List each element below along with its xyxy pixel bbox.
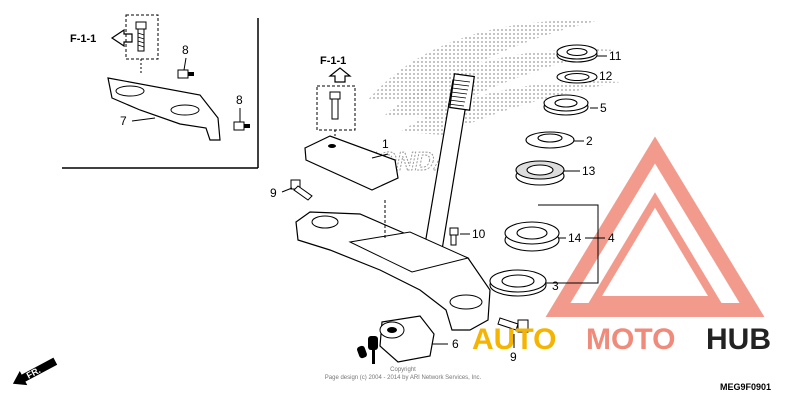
bolt-icon [497,317,529,333]
ref-label-inset: F-1-1 [70,33,96,45]
ref-center: F-1-1 [316,55,356,142]
watermark-triangle [545,136,765,317]
callout-5: 5 [600,101,607,115]
bolt-icon [449,227,459,246]
stem-plate-part [304,135,399,191]
watermark-hub: HUB [706,323,771,356]
diagram-code: MEG9F0901 [720,382,771,392]
bolt-icon [290,179,313,201]
watermark-moto: MOTO [586,323,675,356]
callout-2: 2 [586,134,593,148]
bolt-icon [329,91,341,120]
steering-stem-assembly: 1 9 10 [270,44,622,364]
callout-11: 11 [609,49,622,63]
ignition-switch-part [379,315,435,363]
inset-box: F-1-1 8 8 7 [62,14,259,169]
bolt-icon [177,69,194,79]
callout-14: 14 [568,231,582,245]
callout-6: 6 [452,337,459,351]
callout-13: 13 [582,164,596,178]
front-arrow-icon: FR. [12,357,58,386]
callout-10: 10 [472,227,486,241]
bearing-stack [489,44,598,297]
bolt-icon [135,21,147,52]
key-icon [357,336,378,364]
callout-12: 12 [599,69,613,83]
copyright-line-1: Copyright [390,367,416,373]
callout-9b: 9 [510,350,517,364]
callout-3: 3 [552,279,559,293]
ref-arrow-left-icon [110,28,133,48]
callout-1: 1 [382,137,389,151]
callout-9a: 9 [270,186,277,200]
callout-8a: 8 [182,43,189,57]
callout-8b: 8 [236,93,243,107]
copyright-line-2: Page design (c) 2004 - 2014 by ARI Netwo… [325,375,482,381]
triple-clamp-part [295,211,491,331]
ref-arrow-up-icon [328,67,352,83]
ref-label-center: F-1-1 [320,55,346,67]
watermark-text: AUTO MOTO HUB [472,323,771,356]
callout-7: 7 [120,114,127,128]
watermark-auto: AUTO [472,323,556,356]
bolt-icon [233,121,250,131]
callout-4: 4 [608,231,615,245]
